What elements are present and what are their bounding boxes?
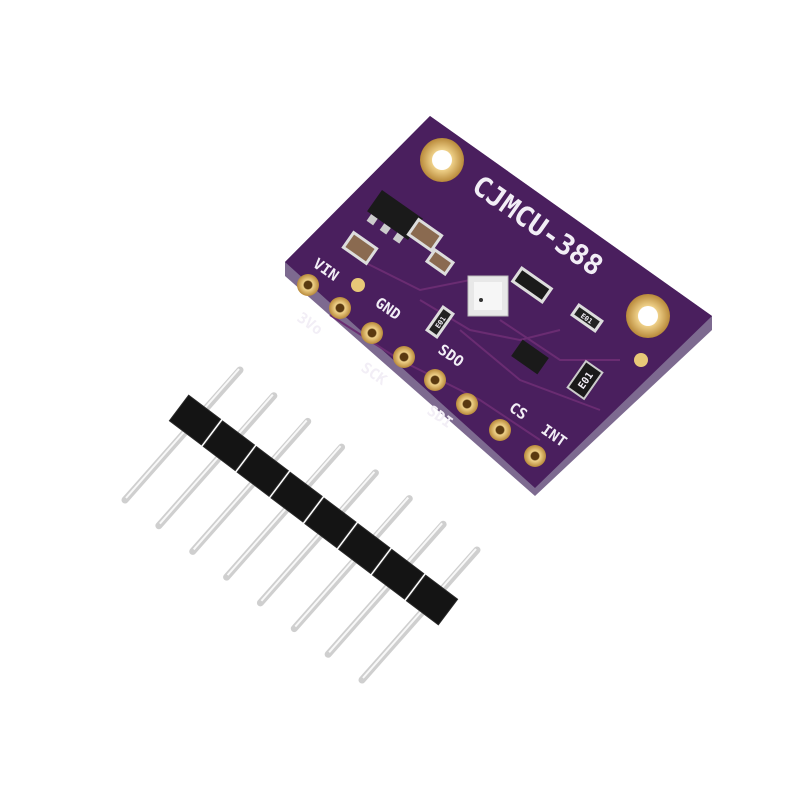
- pcb-board: E01 E01 E01 CJMCU-388 VIN 3Vo GND SCK SD…: [285, 116, 712, 496]
- pin-pads: [297, 274, 546, 467]
- header-block: [202, 420, 256, 472]
- header-block: [405, 574, 459, 626]
- header-pin-highlight: [226, 445, 342, 576]
- header-block: [304, 497, 357, 549]
- header-pin-highlight: [260, 471, 376, 602]
- voltage-regulator: [366, 190, 423, 244]
- header-pin-highlight: [294, 496, 410, 628]
- header-block: [371, 548, 425, 600]
- header-block: [236, 445, 290, 497]
- header-block: [337, 523, 391, 575]
- header-block: [168, 394, 222, 446]
- header-block: [270, 471, 323, 523]
- header-pin-highlight: [125, 368, 240, 499]
- header-pin-highlight: [328, 522, 443, 653]
- header-pin-highlight: [192, 419, 308, 551]
- pin-label-3vo: 3Vo: [294, 309, 327, 339]
- header-pin-highlight: [159, 394, 274, 525]
- header-pin-highlight: [362, 548, 477, 679]
- pin-header: [121, 366, 481, 684]
- bmp388-sensor: [467, 275, 509, 317]
